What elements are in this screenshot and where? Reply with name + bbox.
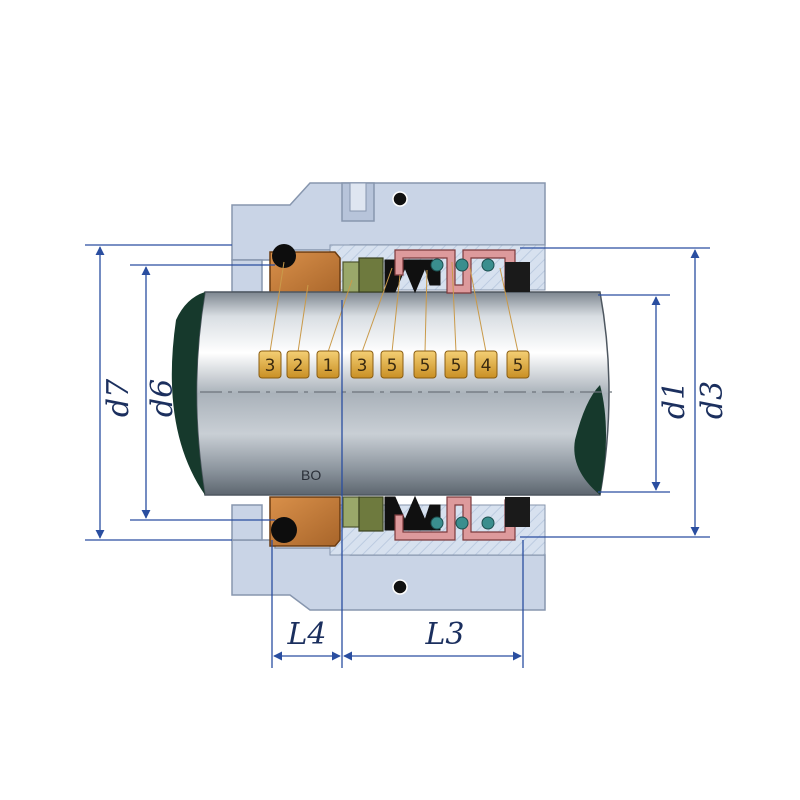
leader-lines [269, 261, 519, 353]
part-badge-number: 4 [481, 356, 492, 376]
drive-collar-lower [505, 497, 530, 527]
shaft-end-left [171, 292, 205, 495]
gland-flange-lower [231, 504, 263, 541]
part-badge-box [350, 350, 374, 379]
part-badge-box [380, 350, 404, 379]
spring-retainer-upper [394, 249, 516, 294]
dim-label-L4: L4 [286, 617, 326, 652]
gland-o-ring-upper [392, 191, 408, 207]
face-holder-lower [358, 496, 384, 532]
rotating-face-lower [342, 496, 360, 528]
part-badge: 1 [316, 350, 340, 379]
drive-collar-upper [505, 262, 530, 292]
seat-o-ring-upper [272, 244, 296, 268]
part-badge-box [413, 350, 437, 379]
dim-label-d3: d3 [695, 381, 730, 419]
part-badge: 5 [380, 350, 404, 379]
part-badge-number: 5 [420, 356, 431, 376]
shaft-end-right [574, 385, 606, 495]
rotating-face-upper [342, 261, 360, 293]
part-badge-number: 3 [265, 356, 276, 376]
part-badge: 2 [286, 350, 310, 379]
part-badge: 4 [474, 350, 498, 379]
dim-label-d6: d6 [145, 379, 180, 417]
gland-o-ring-lower [392, 579, 408, 595]
dim-label-L3: L3 [424, 617, 464, 652]
gland-port-thread [349, 182, 367, 212]
shaft-marking: BO [301, 467, 321, 483]
part-badge-number: 1 [323, 356, 334, 376]
dim-label-d1: d1 [657, 381, 692, 419]
springs-upper [430, 258, 495, 272]
part-badge: 5 [413, 350, 437, 379]
part-badge-number: 5 [513, 356, 524, 376]
dimension-lines [85, 244, 710, 668]
part-badge-number: 2 [293, 356, 304, 376]
part-badge-box [286, 350, 310, 379]
spring-retainer-lower [394, 496, 516, 541]
part-badge-number: 5 [451, 356, 462, 376]
dim-label-d7: d7 [101, 378, 136, 417]
shaft: BO [171, 291, 615, 496]
face-holder-upper [358, 257, 384, 293]
seat-o-ring-lower [271, 517, 297, 543]
part-badge: 5 [444, 350, 468, 379]
part-badge: 5 [506, 350, 530, 379]
springs-lower [430, 516, 495, 530]
part-badge-number: 5 [387, 356, 398, 376]
part-badge-box [444, 350, 468, 379]
part-badge: 3 [350, 350, 374, 379]
part-badge: 3 [258, 350, 282, 379]
part-badge-box [258, 350, 282, 379]
part-badge-box [316, 350, 340, 379]
part-badge-box [506, 350, 530, 379]
part-badge-number: 3 [357, 356, 368, 376]
part-badge-box [474, 350, 498, 379]
